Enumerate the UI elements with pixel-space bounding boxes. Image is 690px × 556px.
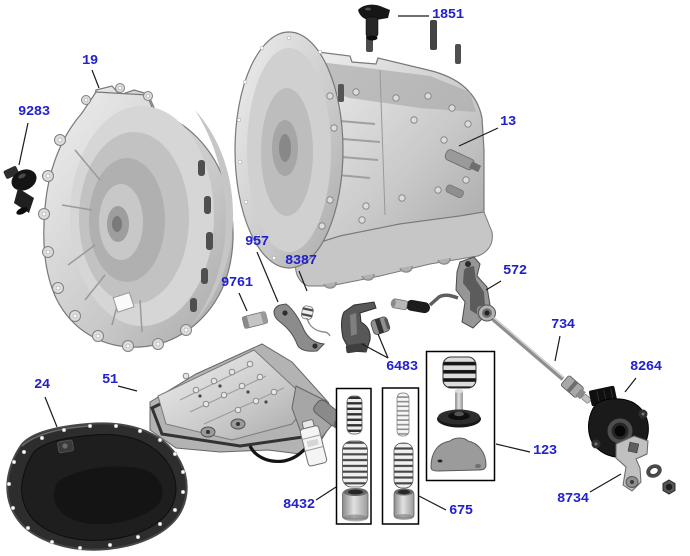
callout-6483[interactable]: 6483: [386, 359, 418, 375]
callout-734[interactable]: 734: [551, 317, 575, 333]
callout-675[interactable]: 675: [449, 503, 473, 519]
callout-19[interactable]: 19: [82, 53, 98, 69]
valve-body-part: [149, 343, 345, 467]
servo-cover: [430, 437, 487, 472]
callout-24[interactable]: 24: [34, 377, 50, 393]
small-spring: [396, 392, 410, 437]
large-spring: [342, 440, 368, 488]
selector-rod-part: [491, 317, 592, 404]
input-speed-sensor-part: [358, 4, 390, 41]
accumulator-piston: [342, 488, 369, 522]
servo-spring: [442, 356, 477, 389]
large-spring: [393, 442, 414, 489]
callout-8387[interactable]: 8387: [285, 253, 317, 269]
pawl-spring-part: [301, 305, 331, 337]
callout-957[interactable]: 957: [245, 234, 269, 250]
callout-8264[interactable]: 8264: [630, 359, 662, 375]
leader-lines: [18, 15, 637, 511]
nut-part: [662, 479, 676, 495]
callout-13[interactable]: 13: [500, 114, 516, 130]
transaxle-case-part: [234, 20, 493, 289]
small-spring: [346, 395, 363, 435]
callout-572[interactable]: 572: [503, 263, 527, 279]
washer-part: [646, 464, 662, 478]
kit-box-123: [425, 350, 496, 482]
manual-lever-part: [615, 435, 649, 492]
pin-part: [241, 311, 269, 329]
callout-9761[interactable]: 9761: [221, 275, 253, 291]
kit-box-8432: [335, 387, 372, 525]
detent-lever-part: [390, 256, 496, 329]
callout-9283[interactable]: 9283: [18, 104, 50, 120]
converter-housing-part: [38, 83, 234, 352]
servo-piston: [437, 389, 481, 428]
accumulator-piston: [393, 488, 415, 520]
oil-pan-part: [6, 422, 188, 551]
kit-box-675: [381, 387, 420, 525]
callout-8734[interactable]: 8734: [557, 491, 589, 507]
parking-pawl-part: [273, 303, 326, 352]
harness-connector: [299, 419, 328, 467]
parking-rod-bracket-part: [341, 301, 391, 354]
callout-8432[interactable]: 8432: [283, 497, 315, 513]
callout-1851[interactable]: 1851: [432, 7, 464, 23]
harness-wire: [248, 445, 308, 464]
callout-51[interactable]: 51: [102, 372, 118, 388]
output-speed-sensor-part: [3, 166, 37, 215]
callout-123[interactable]: 123: [533, 443, 557, 459]
